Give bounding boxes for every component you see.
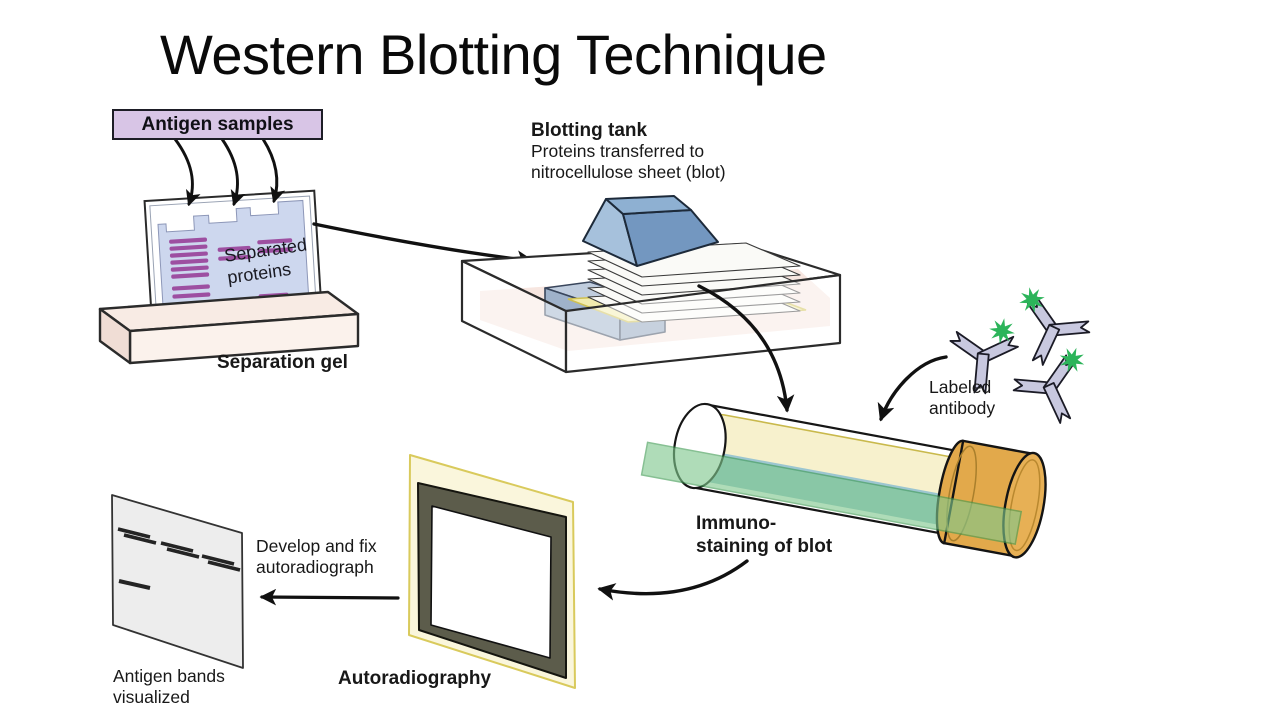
arrow-develop-and-fix (259, 588, 400, 606)
blotting-tank (460, 195, 842, 374)
sample-loading-arrows (173, 137, 286, 207)
labeled-antibody-caption: Labeled antibody (929, 377, 996, 419)
separation-gel-caption: Separation gel (217, 352, 348, 373)
incubation-tube (640, 402, 1047, 559)
blotting-tank-description: Proteins transferred to nitrocellulose s… (531, 141, 726, 183)
arrow-to-well (173, 137, 201, 207)
antigen-samples-label: Antigen samples (112, 109, 323, 140)
arrow-to-well (220, 137, 246, 207)
antibody-icon (1026, 296, 1091, 366)
tank-walls (460, 259, 842, 374)
develop-and-fix-caption: Develop and fix autoradiograph (256, 536, 377, 578)
pressure-weight (582, 195, 719, 267)
arrow-tank-to-tube (697, 284, 795, 413)
film-sheet (111, 494, 244, 669)
arrow-to-well (261, 137, 286, 204)
arrow-antibody-to-tube (877, 355, 948, 422)
antibody-icon (1012, 354, 1077, 424)
slide-title: Western Blotting Technique (160, 23, 827, 86)
blotting-tank-title: Blotting tank (531, 120, 648, 141)
antigen-bands-caption: Antigen bands visualized (113, 666, 225, 708)
autoradiography-caption: Autoradiography (338, 668, 492, 689)
immunostaining-caption: Immuno- staining of blot (696, 513, 833, 558)
gel-tray (98, 290, 360, 365)
visualized-bands (117, 527, 241, 590)
cassette-window (430, 505, 552, 659)
arrow-tube-to-autoradiograph (597, 559, 749, 601)
green-support-sheet (640, 441, 1023, 545)
result-film (111, 494, 244, 669)
autoradiograph-cassette (408, 454, 576, 689)
arrow-gel-to-tank (312, 222, 535, 268)
